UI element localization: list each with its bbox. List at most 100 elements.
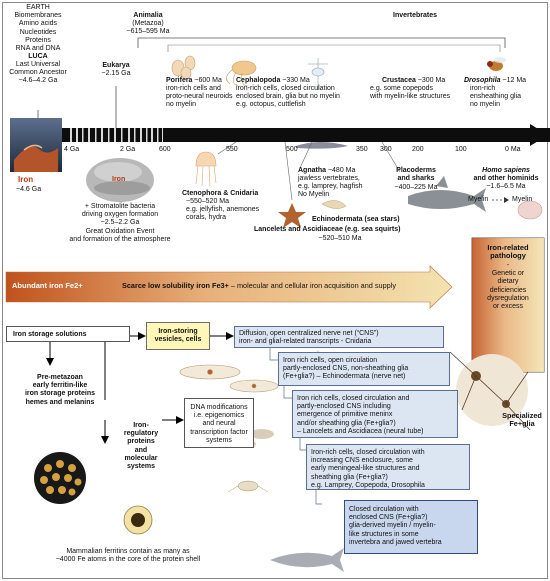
tick-200: 200	[412, 146, 424, 153]
drosophila-title: Drosophila	[464, 77, 501, 84]
crustacea-label: Crustacea ~300 Ma	[382, 77, 452, 85]
brain-image	[517, 200, 543, 220]
stage-text-5: Closed circulation with enclosed CNS (Fe…	[349, 506, 442, 546]
agnatha-label: Agnatha ~480 Ma	[298, 167, 388, 175]
lancelets-age: ~520–510 Ma	[318, 235, 362, 242]
eukarya-title: Eukarya	[102, 62, 130, 69]
agnatha-age: ~480 Ma	[327, 167, 356, 174]
pathology-desc: - Genetic or dietary deficiencies dysreg…	[487, 262, 529, 311]
porifera-desc: iron-rich cells and proto-neural neuroid…	[166, 85, 233, 109]
stage-box-4: Iron-rich cells, closed circulation with…	[306, 444, 470, 490]
stage-text-4: Iron-rich cells, closed circulation with…	[311, 449, 425, 489]
invertebrates-label: Invertebrates	[393, 12, 437, 19]
lancelet-image	[321, 200, 347, 209]
earth-block: EARTH Biomembranes Amino acids Nucleotid…	[14, 4, 62, 53]
crustacea-age: ~300 Ma	[417, 77, 446, 84]
jellyfish-image	[195, 151, 217, 187]
luca-title: LUCA	[28, 53, 48, 60]
homo-sub: and other hominids	[473, 175, 539, 182]
stage-box-2: Iron rich cells, open circulation partly…	[278, 352, 450, 386]
tick-500: 500	[286, 146, 298, 153]
animalia-title: Animalia	[133, 12, 163, 19]
iron-small-label: Iron	[112, 176, 126, 183]
stage-box-5: Closed circulation with enclosed CNS (Fe…	[344, 500, 478, 554]
storage-solutions-label: Iron storage solutions	[13, 331, 87, 338]
iron-label: Iron	[18, 175, 34, 184]
ctenophora-desc: ~550–520 Ma e.g. jellyfish, anemones cor…	[186, 198, 260, 222]
tick-350: 350	[356, 146, 368, 153]
lancelets-label: Lancelets and Ascidiaceae (e.g. sea squi…	[254, 226, 401, 233]
cephalopoda-age: ~330 Ma	[282, 77, 310, 84]
shark-image	[408, 176, 486, 212]
iron-age: ~4.6 Ga	[16, 186, 42, 193]
porifera-label: Porifera ~600 Ma	[166, 77, 236, 85]
drosophila-label: Drosophila ~12 Ma	[464, 77, 544, 85]
regulatory-label: Iron- regulatory proteins and molecular …	[123, 422, 159, 471]
tick-600: 600	[159, 146, 171, 153]
tick-0ma: 0 Ma	[505, 146, 521, 153]
tick-550: 550	[226, 146, 238, 153]
tick-300: 300	[380, 146, 392, 153]
luca-block: Last Universal Common Ancestor ~4.6–4.2 …	[9, 61, 67, 85]
timeline-arrowhead	[530, 124, 548, 146]
vesicles-box: Iron-storing vesicles, cells	[146, 322, 210, 350]
dna-box: DNA modifications i.e. epigenomics and n…	[184, 398, 254, 448]
scarce-iron-label: Scarce low solubility iron Fe3+ – molecu…	[122, 281, 442, 290]
timeline-bar	[60, 128, 550, 142]
stage-box-3: Iron rich cells, closed circulation and …	[292, 390, 458, 438]
tick-4ga: 4 Ga	[64, 146, 80, 153]
ferritin-shell-image	[123, 505, 153, 535]
neuron-image	[449, 351, 531, 431]
iron-arrow	[5, 265, 453, 309]
crustacea-title: Crustacea	[382, 77, 416, 84]
cephalopoda-label: Cephalopoda ~330 Ma	[236, 77, 316, 85]
cephalopoda-title: Cephalopoda	[236, 77, 281, 84]
homo-age: ~1.6–6.5 Ma	[486, 183, 526, 190]
myelin-right: Myelin	[512, 196, 533, 203]
stromatolite-block: + Stromatolite bacteria driving oxygen f…	[69, 203, 171, 243]
ferritin-image	[34, 452, 86, 504]
copepod-image	[227, 480, 269, 493]
vesicles-label: Iron-storing vesicles, cells	[154, 328, 202, 344]
pre-metazoan-label: Pre-metazoan early ferritin-like iron st…	[24, 374, 95, 406]
eukarya-age: ~2.15 Ga	[101, 70, 131, 77]
echinodermata-label: Echinodermata (sea stars)	[312, 216, 400, 223]
fish-image	[270, 548, 344, 572]
homo-title: Homo sapiens	[482, 167, 530, 174]
stage-box-1: Diffusion, open centralized nerve net (“…	[234, 326, 444, 348]
stage-text-1: Diffusion, open centralized nerve net (“…	[239, 330, 379, 346]
drosophila-age: ~12 Ma	[502, 77, 527, 84]
storage-solutions-box: Iron storage solutions	[6, 326, 130, 342]
agnatha-desc: jawless vertebrates, e.g. lamprey, hagfi…	[298, 175, 363, 199]
abundant-iron-label: Abundant iron Fe2+	[12, 281, 83, 290]
cephalopoda-image	[226, 60, 257, 87]
pathology-title: Iron-related pathology	[487, 243, 529, 261]
scarce-iron-title: Scarce low solubility iron Fe3+	[122, 281, 229, 290]
drosophila-desc: iron-rich ensheathing glia no myelin	[470, 85, 521, 109]
animalia-bracket	[137, 37, 506, 48]
seastar-image	[278, 203, 306, 228]
porifera-image	[171, 55, 196, 80]
ctenophora-title: Ctenophora & Cnidaria	[182, 190, 259, 197]
myelin-left: Myelin	[468, 196, 489, 203]
stage-text-3: Iron rich cells, closed circulation and …	[297, 395, 424, 435]
placoderms-title: Placoderms and sharks	[396, 167, 436, 183]
iron-cells-image	[179, 364, 279, 393]
dna-label: DNA modifications i.e. epigenomics and n…	[190, 404, 248, 444]
timeline-stripes	[70, 128, 163, 142]
scarce-iron-rest: – molecular and cellular iron acquisitio…	[228, 281, 396, 290]
porifera-title: Porifera	[166, 77, 193, 84]
invertebrates-bracket	[167, 44, 501, 52]
placoderms-age: ~400–225 Ma	[394, 184, 438, 191]
agnatha-title: Agnatha	[298, 167, 326, 174]
drosophila-image	[487, 57, 506, 71]
lamprey-image	[296, 142, 348, 149]
cephalopoda-desc: iron-rich cells, closed circulation encl…	[236, 85, 340, 109]
tick-100: 100	[455, 146, 467, 153]
crustacea-image	[308, 58, 328, 90]
specialized-label: Specialized Fe+glia	[502, 411, 542, 429]
tick-2ga: 2 Ga	[120, 146, 136, 153]
